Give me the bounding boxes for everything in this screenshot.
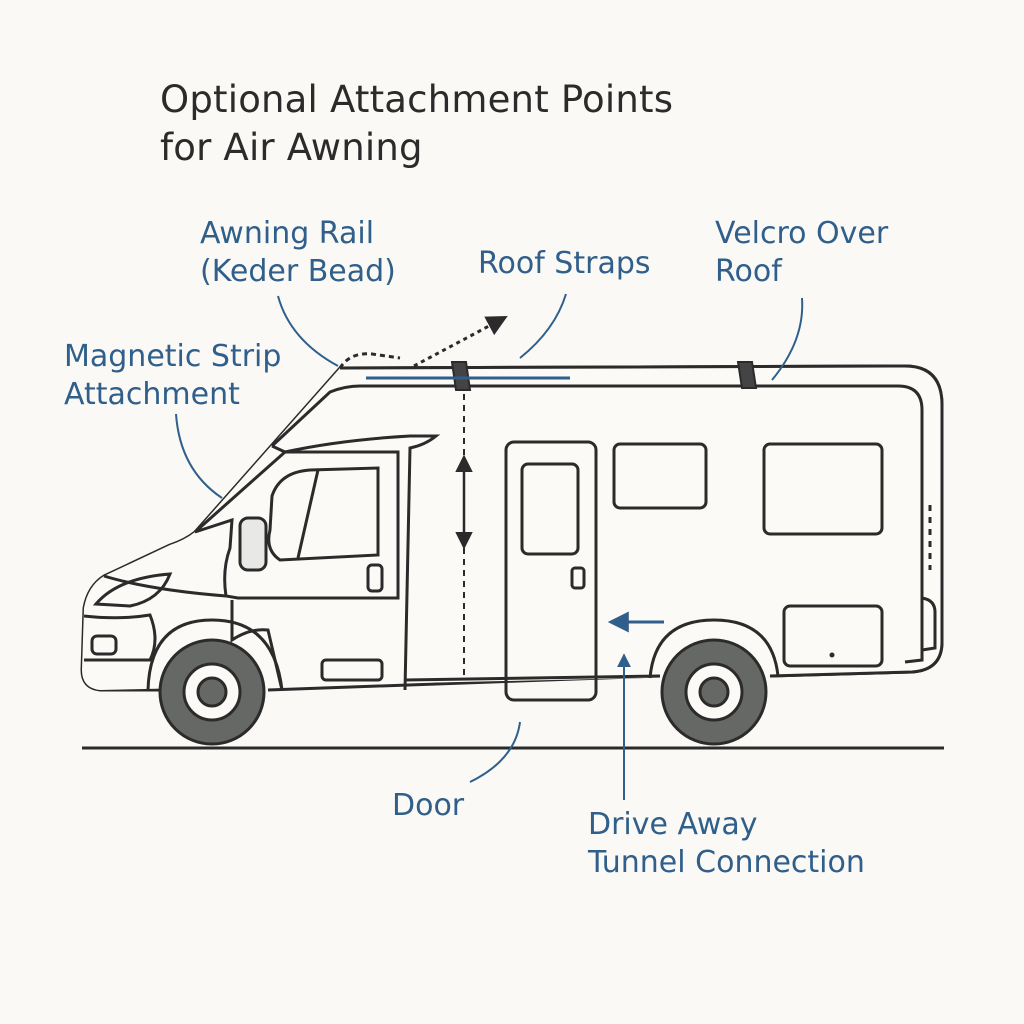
cab-front-outline [194,450,400,600]
fog-light [90,634,118,656]
van-body-outline-stroke [339,364,944,678]
van-body-fill [82,366,942,690]
label-drive-away-line-1: Drive Away [588,807,758,842]
label-drive-away-line-2: Tunnel Connection [588,845,865,880]
door-window [520,462,580,556]
habitation-door [504,440,598,702]
label-velcro-line-2: Roof [715,254,782,289]
leader-door [469,721,521,783]
label-drive-away-tunnel: Drive Away Tunnel Connection [588,806,865,882]
luton-lower-edge [271,434,441,691]
body-sill-line [404,674,661,682]
cab-step [320,658,384,682]
rear-bumper [921,596,937,652]
cab-door-lower [230,600,284,691]
hood-line [103,574,227,598]
label-roof-straps-line-1: Roof Straps [478,246,651,281]
label-awning-rail-line-1: Awning Rail [200,216,375,251]
cab-window-divider [296,469,320,559]
label-magnetic-line-2: Attachment [64,377,240,412]
label-awning-rail-line-2: (Keder Bead) [200,254,396,289]
storage-hatch-lock [829,652,835,658]
label-magnetic-strip: Magnetic Strip Attachment [64,338,281,414]
side-window-small [612,442,708,510]
storage-hatch [782,604,884,668]
leader-awning-rail [277,295,339,367]
rear-wheel-arch [648,618,780,679]
label-door: Door [392,787,464,825]
label-velcro-over-roof: Velcro Over Roof [715,215,888,291]
side-mirror [238,516,268,572]
leader-velcro [771,297,804,381]
diagram-title-line-1: Optional Attachment Points [160,78,674,121]
front-wheel-arch [146,618,284,691]
roof-strap-front [450,361,472,391]
cab-side-window [267,466,380,562]
cab-door-handle [366,563,384,593]
label-door-line-1: Door [392,788,465,823]
label-velcro-line-1: Velcro Over [715,216,889,251]
roof-inner-outline [270,384,924,664]
front-wheel [158,638,266,746]
diagram-title-line-2: for Air Awning [160,126,423,169]
side-window-large [762,442,884,536]
front-grille [83,613,157,662]
label-roof-straps: Roof Straps [478,245,651,283]
rear-wheel [660,638,768,746]
leader-roof-straps [519,293,567,359]
keder-bead-dashed [338,352,401,369]
leader-magnetic [175,413,223,499]
roof-strap-rear [736,361,758,389]
label-magnetic-line-1: Magnetic Strip [64,339,282,374]
door-handle [570,566,586,590]
awning-direction-arrow [413,316,508,368]
headlight [92,572,173,608]
label-awning-rail: Awning Rail (Keder Bead) [200,215,396,291]
